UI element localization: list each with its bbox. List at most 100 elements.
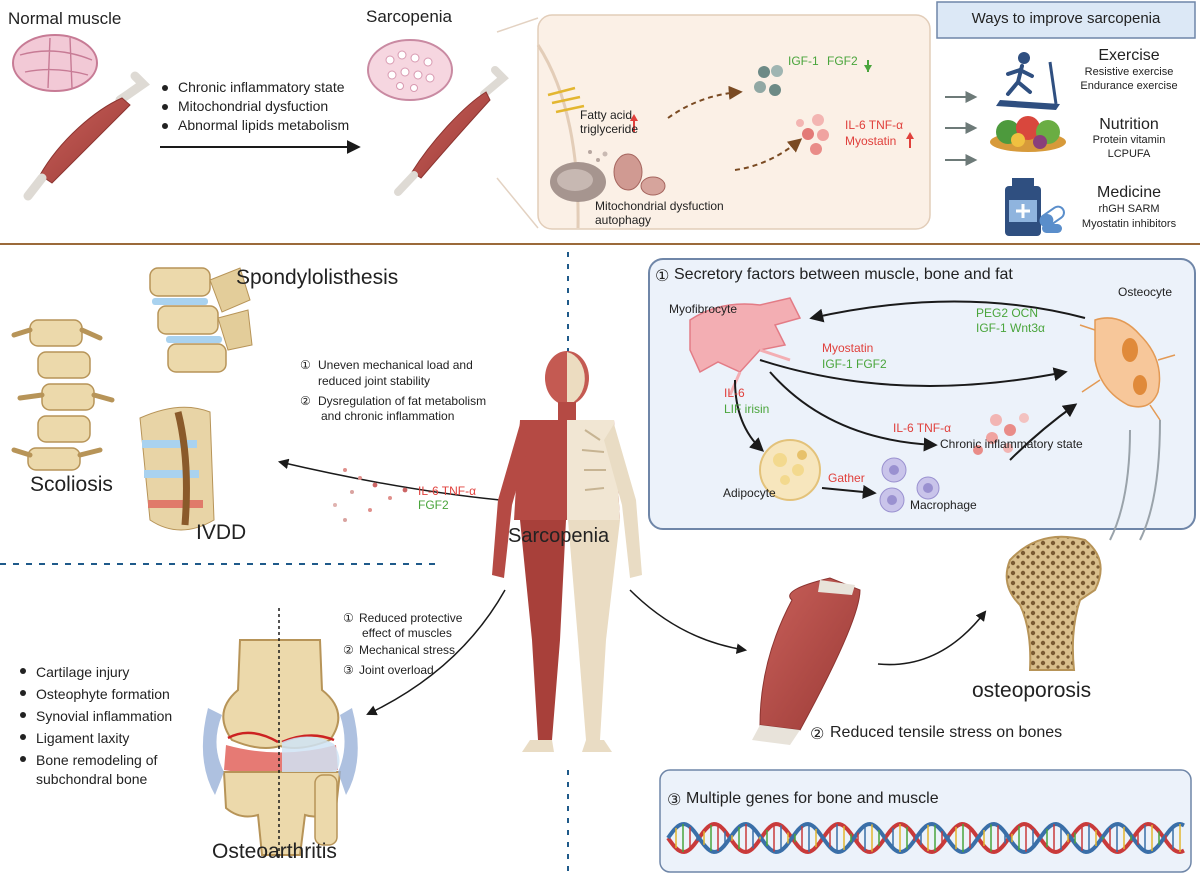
fatty-acid-label: Fatty acid (580, 108, 633, 122)
thigh-muscle-illustration (752, 577, 861, 745)
secretory-myostatin-label: Myostatin (822, 341, 874, 355)
femur-bone (1005, 535, 1102, 671)
panel-to-bone-line-1 (1109, 429, 1131, 541)
spine-reason-2-number: ② (300, 394, 311, 408)
scoliosis-spine (11, 319, 115, 471)
knee-joint (202, 639, 358, 856)
oa-reason-3: Joint overload (359, 663, 434, 677)
human-body-figure (492, 351, 642, 752)
dna-base-pairs (675, 824, 1181, 852)
oa-reason-3-number: ③ (343, 663, 354, 677)
adipocyte-to-macrophage-arrow (821, 484, 877, 499)
chronic-inflammatory-label: Chronic inflammatory state (940, 437, 1083, 451)
oa-feature-item: Osteophyte formation (18, 683, 172, 705)
oa-feature-item: Synovial inflammation (18, 705, 172, 727)
ways-title: Ways to improve sarcopenia (971, 10, 1161, 27)
osteocyte-to-myofibrocyte-arrow (809, 300, 1086, 323)
igf1-wnt-label: IGF-1 Wnt3α (976, 321, 1045, 335)
exercise-label: Exercise (1098, 47, 1160, 64)
medicine-icon (1005, 178, 1065, 236)
spine-reason-1-number: ① (300, 358, 311, 372)
myofibrocyte-to-osteocyte-arrow (759, 359, 1068, 387)
normal-muscle-label: Normal muscle (8, 9, 122, 28)
fgf2-label: FGF2 (827, 54, 858, 68)
nutrition-sub-1: Protein vitamin (1092, 134, 1166, 146)
dna-strand-red (666, 821, 1185, 855)
ivdd-spine (139, 406, 215, 531)
normal-muscle-illustration (23, 71, 150, 201)
oa-reason-1-line-2: effect of muscles (362, 626, 452, 640)
macrophage-cells (879, 457, 940, 513)
spondylolisthesis-label: Spondylolisthesis (236, 266, 399, 289)
spondylolisthesis-spine (149, 267, 253, 373)
osteocyte-label: Osteocyte (1118, 285, 1173, 299)
secretory-title-number: ① (655, 266, 670, 285)
exercise-sub-2: Endurance exercise (1080, 80, 1178, 92)
osteoporosis-label: osteoporosis (972, 679, 1092, 702)
myofibrocyte-label: Myofibrocyte (669, 302, 738, 316)
ivdd-label: IVDD (196, 521, 247, 544)
secretory-igf1-fgf2-label: IGF-1 FGF2 (822, 357, 887, 371)
peg2-ocn-label: PEG2 OCN (976, 306, 1039, 320)
mitochondria-icon (550, 150, 666, 202)
spine-fgf2-label: FGF2 (418, 498, 449, 512)
fatty-acid-to-growth-factors-arrow (667, 85, 743, 119)
center-sarcopenia-label: Sarcopenia (508, 525, 610, 547)
autophagy-label: autophagy (595, 213, 652, 227)
oa-reason-2-number: ② (343, 643, 354, 657)
cytokine-dots (796, 114, 829, 155)
oa-reason-1-line-1: Reduced protective (359, 611, 463, 625)
spine-reason-1-line-2: reduced joint stability (318, 374, 431, 388)
nutrition-label: Nutrition (1099, 116, 1159, 133)
cause-item: Chronic inflammatory state (160, 78, 349, 97)
oa-feature-item: Ligament laxity (18, 727, 172, 749)
spine-reason-2-line-1: Dysregulation of fat metabolism (318, 394, 487, 408)
igf1-label: IGF-1 (788, 54, 819, 68)
sarcopenia-to-spine-arrow (277, 458, 501, 501)
sarcopenia-muscle-cross-section (367, 39, 453, 101)
panel-to-bone-line-2 (1139, 419, 1161, 541)
genes-panel (659, 769, 1192, 873)
osteocyte-cell (1079, 317, 1176, 421)
sarcopenia-causes-list: Chronic inflammatory state Mitochondrial… (160, 78, 349, 135)
secretory-title: Secretory factors between muscle, bone a… (674, 266, 1013, 283)
inflammation-to-osteocyte-arrow (1009, 403, 1078, 461)
spine-cytokine-dots (333, 468, 408, 522)
secretory-cytokines-label: IL-6 TNF-α (893, 421, 952, 435)
dna-strand-blue (666, 821, 1185, 855)
exercise-icon (996, 52, 1060, 110)
exercise-sub-1: Resistive exercise (1084, 66, 1174, 78)
genes-title: Multiple genes for bone and muscle (686, 790, 939, 807)
nutrition-icon (990, 116, 1066, 152)
adipocyte-label: Adipocyte (723, 486, 776, 500)
genes-number: ③ (667, 790, 682, 809)
mito-to-cytokines-arrow (734, 138, 803, 171)
fatty-acid-icon (547, 86, 585, 114)
gather-label: Gather (828, 471, 865, 485)
nutrition-sub-2: LCPUFA (1107, 148, 1151, 160)
sarcopenia-label: Sarcopenia (366, 7, 453, 26)
tensile-number: ② (810, 724, 825, 743)
cause-item: Mitochondrial dysfuction (160, 97, 349, 116)
normal-muscle-cross-section (12, 34, 98, 92)
oa-reason-2: Mechanical stress (359, 643, 456, 657)
growth-factor-dots (754, 65, 783, 96)
oa-feature-item-continued: subchondral bone (36, 771, 148, 787)
oa-feature-item: Cartilage injury (18, 661, 172, 683)
osteoarthritis-label: Osteoarthritis (212, 840, 337, 863)
myofibrocyte-to-inflammation-arrow (769, 371, 938, 452)
inflammation-dots (973, 413, 1029, 455)
sarcopenia-to-knee-arrow (366, 589, 506, 716)
medicine-sub-2: Myostatin inhibitors (1081, 218, 1177, 230)
oa-features-list: Cartilage injury Osteophyte formation Sy… (18, 661, 172, 771)
medicine-sub-1: rhGH SARM (1098, 203, 1160, 215)
adipocyte-cell (759, 439, 821, 501)
spine-reason-1-line-1: Uneven mechanical load and (318, 358, 473, 372)
medicine-label: Medicine (1096, 184, 1162, 201)
macrophage-label: Macrophage (910, 498, 977, 512)
sarcopenia-muscle-illustration (394, 66, 509, 196)
top-myostatin-label: Myostatin (845, 134, 897, 148)
ways-title-box (936, 1, 1196, 39)
secretory-il6-label: IL-6 (724, 386, 745, 400)
